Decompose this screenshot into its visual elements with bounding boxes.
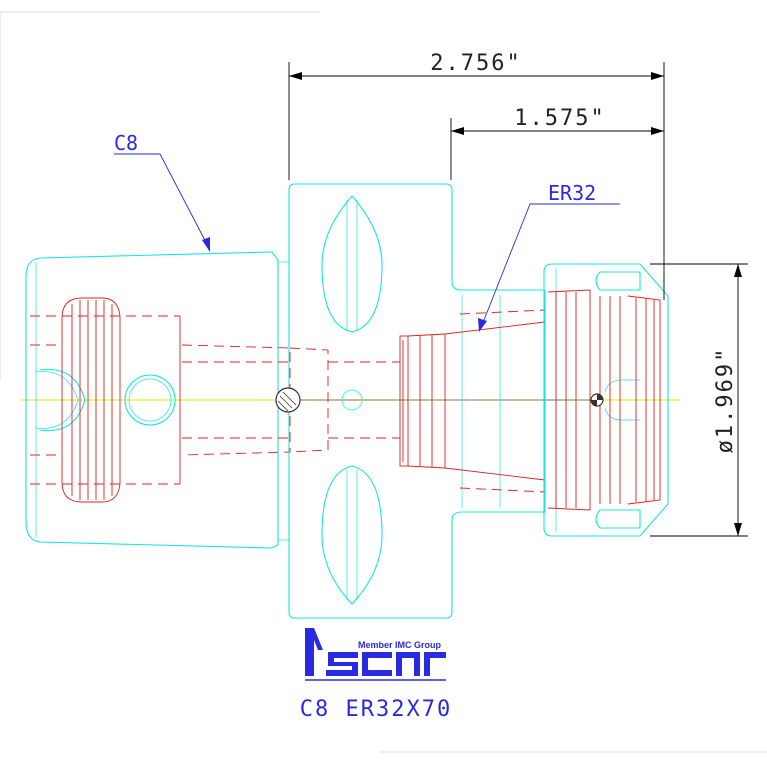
collet-length-label: 1.575" — [514, 106, 605, 131]
dimension-nut-diameter — [650, 263, 748, 537]
overall-length-label: 2.756" — [430, 51, 521, 76]
flange-body — [288, 183, 546, 619]
dimension-overall — [288, 62, 665, 300]
er32-callout — [478, 203, 620, 332]
dimension-collet — [450, 118, 664, 180]
logo-tagline: Member IMC Group — [358, 640, 442, 650]
nut-diameter-label: ø1.969" — [713, 347, 738, 454]
section-markers — [275, 387, 604, 413]
nut-internal-detail — [547, 289, 661, 511]
c8-callout — [114, 153, 211, 252]
part-title: C8 ER32X70 — [300, 697, 452, 722]
body-internal-detail — [289, 309, 546, 493]
sheet-frame — [0, 11, 767, 753]
er32-callout-label: ER32 — [548, 181, 596, 205]
c8-callout-label: C8 — [114, 131, 138, 155]
iscar-logo — [305, 628, 446, 681]
c8-shank — [25, 251, 290, 549]
